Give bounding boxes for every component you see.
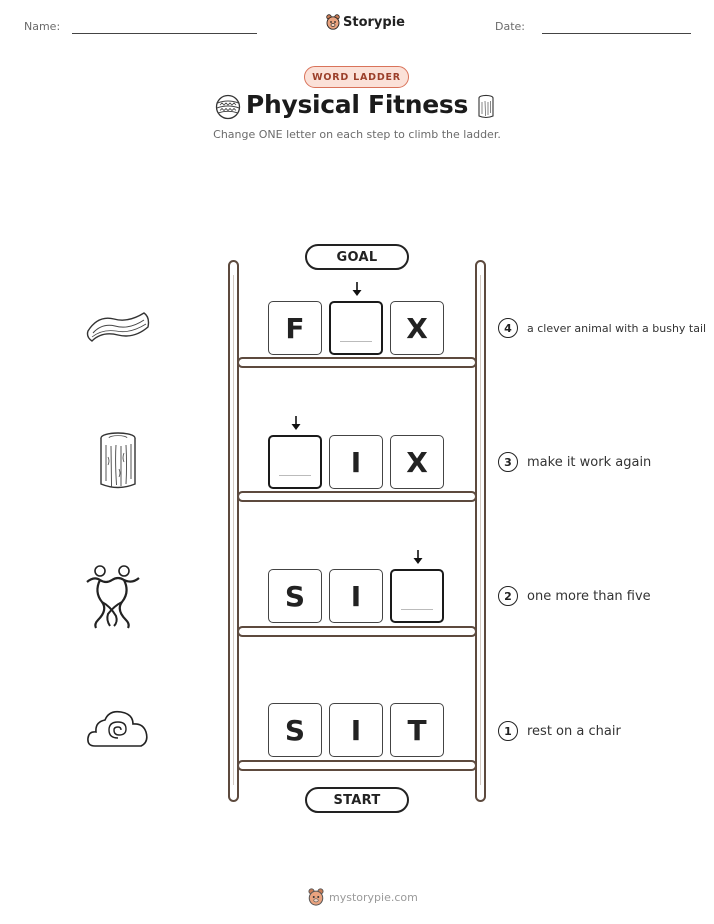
clue-1: 1 rest on a chair: [498, 721, 621, 741]
dancing-figures-icon: [86, 565, 140, 629]
bacon-strip-icon: [86, 312, 150, 342]
clue-text: make it work again: [527, 454, 652, 470]
letter-tile: I: [329, 569, 383, 623]
clue-text: a clever animal with a bushy tail: [527, 321, 707, 335]
tree-stump-icon: [100, 432, 136, 489]
date-label: Date:: [495, 20, 525, 33]
step-number: 3: [498, 452, 518, 472]
step-number: 2: [498, 586, 518, 606]
arrow-down-icon: [352, 282, 362, 296]
arrow-down-icon: [291, 416, 301, 430]
bear-mascot-icon: [308, 888, 324, 906]
letter-tile: S: [268, 703, 322, 757]
letter-tile: T: [390, 703, 444, 757]
page-title: Physical Fitness: [245, 90, 469, 119]
clue-3: 3 make it work again: [498, 452, 651, 472]
word-ladder-badge: WORD LADDER: [304, 66, 409, 88]
brand-name: Storypie: [343, 14, 405, 30]
brand-logo: Storypie: [326, 14, 405, 30]
footer: mystorypie.com: [308, 888, 418, 906]
blank-letter-box[interactable]: [268, 435, 322, 489]
letter-tile: X: [390, 301, 444, 355]
letter-tile: I: [329, 703, 383, 757]
step-number: 4: [498, 318, 518, 338]
name-label: Name:: [24, 20, 61, 33]
clue-4: 4 a clever animal with a bushy tail: [498, 318, 706, 338]
tree-stump-icon: [478, 94, 494, 119]
date-field[interactable]: [542, 33, 691, 34]
clue-text: rest on a chair: [527, 723, 621, 739]
ladder-rung-1: [237, 760, 477, 771]
name-field[interactable]: [72, 33, 257, 34]
footer-url: mystorypie.com: [329, 890, 418, 904]
clue-2: 2 one more than five: [498, 586, 651, 606]
ladder: [228, 260, 486, 802]
instructions: Change ONE letter on each step to climb …: [213, 128, 501, 141]
cloud-swirl-icon: [87, 710, 148, 747]
blank-letter-box[interactable]: [329, 301, 383, 355]
ball-icon: [215, 94, 241, 120]
bear-mascot-icon: [326, 14, 340, 30]
blank-letter-box[interactable]: [390, 569, 444, 623]
letter-tile: X: [390, 435, 444, 489]
start-label: START: [305, 787, 409, 813]
ladder-rung-3: [237, 491, 477, 502]
letter-tile: S: [268, 569, 322, 623]
ladder-rung-2: [237, 626, 477, 637]
letter-tile: F: [268, 301, 322, 355]
clue-text: one more than five: [527, 588, 651, 604]
ladder-rung-4: [237, 357, 477, 368]
step-number: 1: [498, 721, 518, 741]
arrow-down-icon: [413, 550, 423, 564]
letter-tile: I: [329, 435, 383, 489]
goal-label: GOAL: [305, 244, 409, 270]
